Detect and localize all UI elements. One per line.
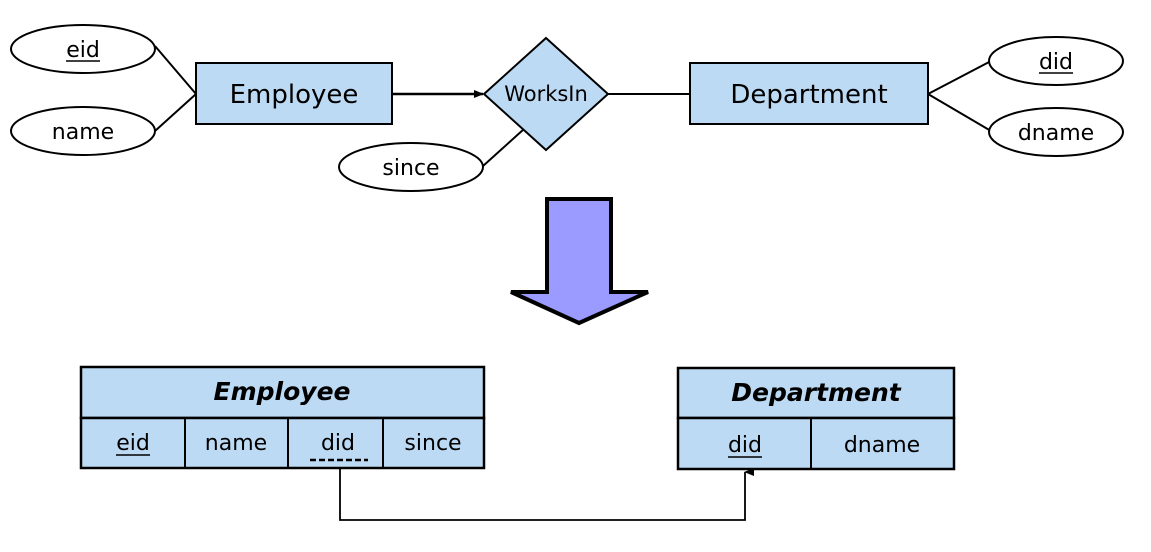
attribute-dname: dname (988, 107, 1124, 157)
table-employee-col-eid: eid (116, 431, 150, 456)
attribute-dname-label: dname (1018, 121, 1094, 146)
attribute-did: did (988, 36, 1124, 86)
table-department-title: Department (731, 378, 902, 407)
attribute-name-label: name (52, 120, 114, 145)
foreign-key-reference-arrow (339, 468, 754, 521)
relationship-worksin-label: WorksIn (504, 82, 588, 106)
name-employee-connector (154, 93, 197, 132)
table-employee-col-name: name (205, 431, 267, 456)
eid-employee-connector (154, 45, 197, 95)
dname-department-connector (927, 93, 992, 132)
table-department-col-dname: dname (844, 433, 920, 458)
attribute-since-label: since (382, 156, 439, 181)
entity-department: Department (689, 62, 929, 125)
attribute-eid: eid (10, 24, 156, 74)
attribute-did-label: did (1039, 50, 1073, 75)
did-department-connector (927, 60, 992, 95)
attribute-since: since (338, 142, 484, 192)
since-worksin-connector (482, 128, 525, 167)
attribute-name: name (10, 106, 156, 156)
down-arrow-icon (510, 197, 649, 326)
table-employee: Employee eid name did since (79, 365, 486, 470)
table-department: Department did dname (676, 366, 956, 471)
entity-department-label: Department (730, 80, 887, 110)
table-employee-title: Employee (214, 377, 351, 406)
table-employee-col-did: did (321, 431, 355, 456)
entity-employee: Employee (195, 62, 393, 125)
table-employee-col-since: since (404, 431, 461, 456)
attribute-eid-label: eid (66, 38, 100, 63)
relationship-worksin: WorksIn (482, 36, 610, 152)
entity-employee-label: Employee (230, 80, 359, 110)
table-department-col-did: did (728, 433, 762, 458)
